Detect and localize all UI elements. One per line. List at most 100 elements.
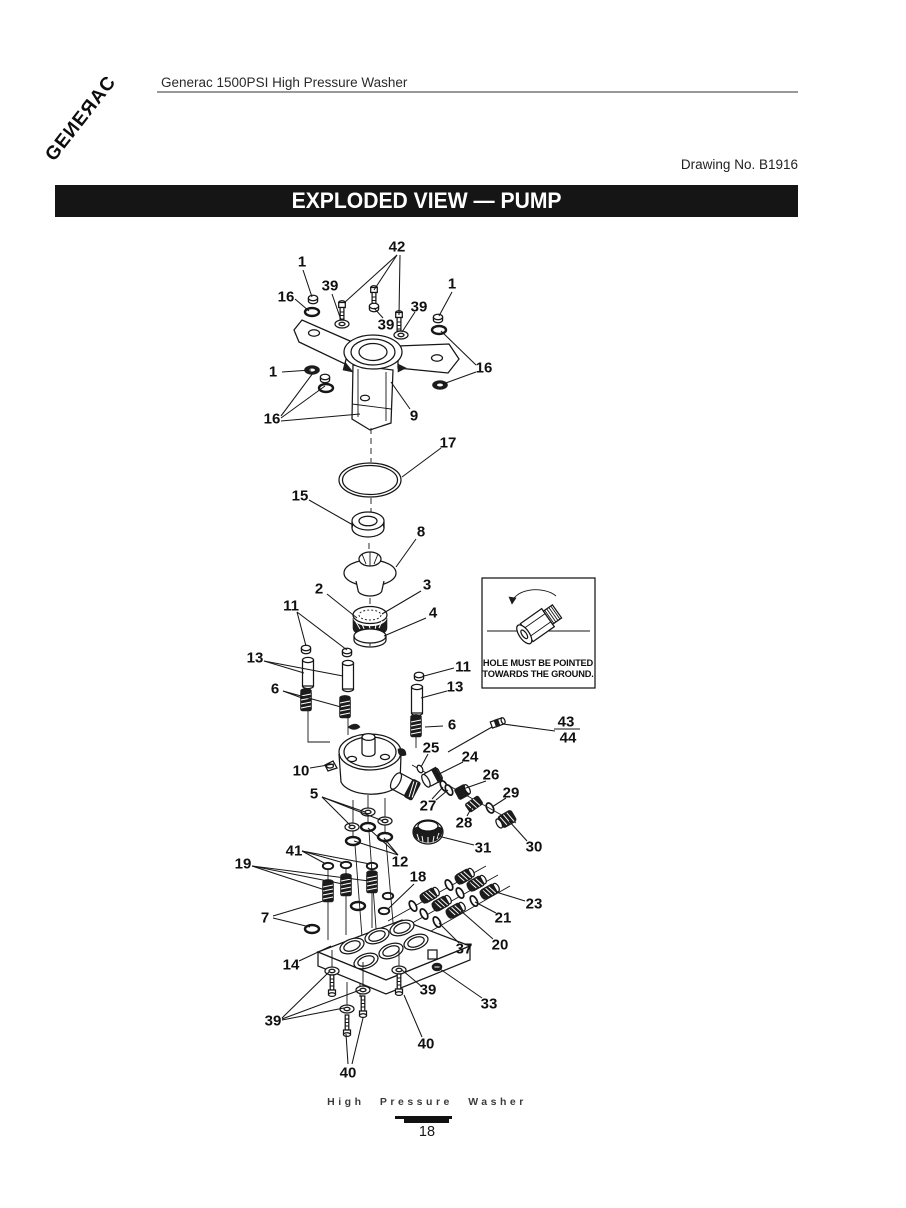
section-banner: EXPLODED VIEW — PUMP (55, 185, 798, 217)
section-banner-title: EXPLODED VIEW — PUMP (291, 188, 562, 213)
callout-44: 44 (560, 730, 577, 747)
leader-line (282, 690, 342, 708)
callout-40: 40 (418, 1036, 435, 1053)
pin-25 (416, 764, 424, 774)
leader-line (438, 922, 460, 944)
leader-line (302, 269, 313, 298)
leader-line (251, 865, 370, 882)
flange-assembly (293, 285, 460, 431)
leader-line (390, 381, 411, 410)
leader-line (437, 835, 475, 846)
leader-line (381, 590, 422, 615)
callout-42: 42 (389, 239, 406, 256)
callout-11: 11 (283, 598, 299, 615)
drive-stack (338, 428, 402, 650)
leader-line (439, 968, 483, 999)
leader-line (420, 753, 429, 768)
leader-line (281, 989, 361, 1020)
leader-line (298, 945, 332, 962)
leader-line (280, 385, 326, 419)
callout-2: 2 (315, 581, 323, 598)
leader-line (447, 726, 493, 753)
flange-left-arm (293, 319, 351, 365)
callout-5: 5 (310, 786, 318, 803)
leader-line (301, 850, 327, 865)
leader-line (321, 796, 352, 827)
footer-rule (395, 1116, 452, 1119)
leader-line (438, 291, 453, 317)
bearing-housing-8 (343, 551, 397, 597)
leader-line (431, 786, 444, 800)
crankcase-assembly (300, 644, 506, 951)
callout-26: 26 (483, 767, 500, 784)
callout-11: 11 (455, 659, 471, 676)
footer-product-name: High Pressure Washer (327, 1096, 527, 1108)
callout-7: 7 (261, 910, 269, 927)
callout-33: 33 (481, 996, 498, 1013)
leader-line (251, 865, 326, 891)
manifold-assembly (316, 919, 472, 1038)
bearing-2-3-4 (352, 605, 388, 648)
leader-line (272, 898, 331, 917)
leader-line (321, 796, 384, 822)
manifold-bores (339, 919, 429, 970)
drawing-number: Drawing No. B1916 (680, 157, 798, 172)
leader-line (398, 254, 401, 316)
callout-1: 1 (448, 276, 456, 293)
leader-line (387, 883, 415, 910)
leader-line (401, 447, 442, 478)
callout-30: 30 (526, 839, 543, 856)
leader-line (495, 891, 526, 902)
leader-line (251, 865, 344, 885)
callout-23: 23 (526, 896, 543, 913)
leader-line (435, 789, 449, 801)
spring-28 (465, 795, 483, 813)
fitting-43-44 (489, 717, 506, 729)
leader-line (263, 660, 305, 674)
leader-line (423, 667, 455, 677)
callout-39: 39 (322, 278, 339, 295)
leader-line (343, 254, 398, 304)
callout-1: 1 (269, 364, 277, 381)
callout-1: 1 (298, 254, 306, 271)
leader-line (401, 969, 422, 987)
callout-15: 15 (292, 488, 309, 505)
callout-13: 13 (247, 650, 264, 667)
leader-line (395, 538, 417, 568)
callout-25: 25 (423, 740, 440, 757)
leader-line (308, 499, 354, 526)
leader-line (281, 1007, 345, 1021)
leader-line (294, 298, 310, 312)
callout-29: 29 (503, 785, 520, 802)
leader-line (436, 761, 464, 776)
leader-line (403, 994, 423, 1038)
callout-19: 19 (235, 856, 252, 873)
leader-line (280, 413, 361, 422)
leader-line (466, 806, 473, 817)
inset-note-line1: HOLE MUST BE POINTED (483, 658, 594, 668)
o-ring-17 (338, 462, 402, 498)
callout-39: 39 (411, 299, 428, 316)
leader-line (474, 901, 497, 914)
leader-line (272, 917, 311, 928)
leader-line (508, 820, 528, 842)
leader-line (280, 372, 314, 417)
leader-line (462, 780, 487, 790)
leader-line (263, 660, 344, 677)
leader-line (281, 369, 312, 373)
callout-39: 39 (378, 317, 395, 334)
leader-line (353, 840, 399, 856)
callout-27: 27 (420, 798, 437, 815)
leader-line (373, 254, 398, 291)
inset-note-line2: TOWARDS THE GROUND. (482, 669, 593, 679)
callout-13: 13 (447, 679, 464, 696)
header-rule (157, 91, 798, 93)
callout-16: 16 (264, 411, 281, 428)
callout-9: 9 (410, 408, 418, 425)
page-number: 18 (418, 1124, 436, 1140)
leader-line (383, 617, 427, 637)
callout-16: 16 (476, 360, 493, 377)
